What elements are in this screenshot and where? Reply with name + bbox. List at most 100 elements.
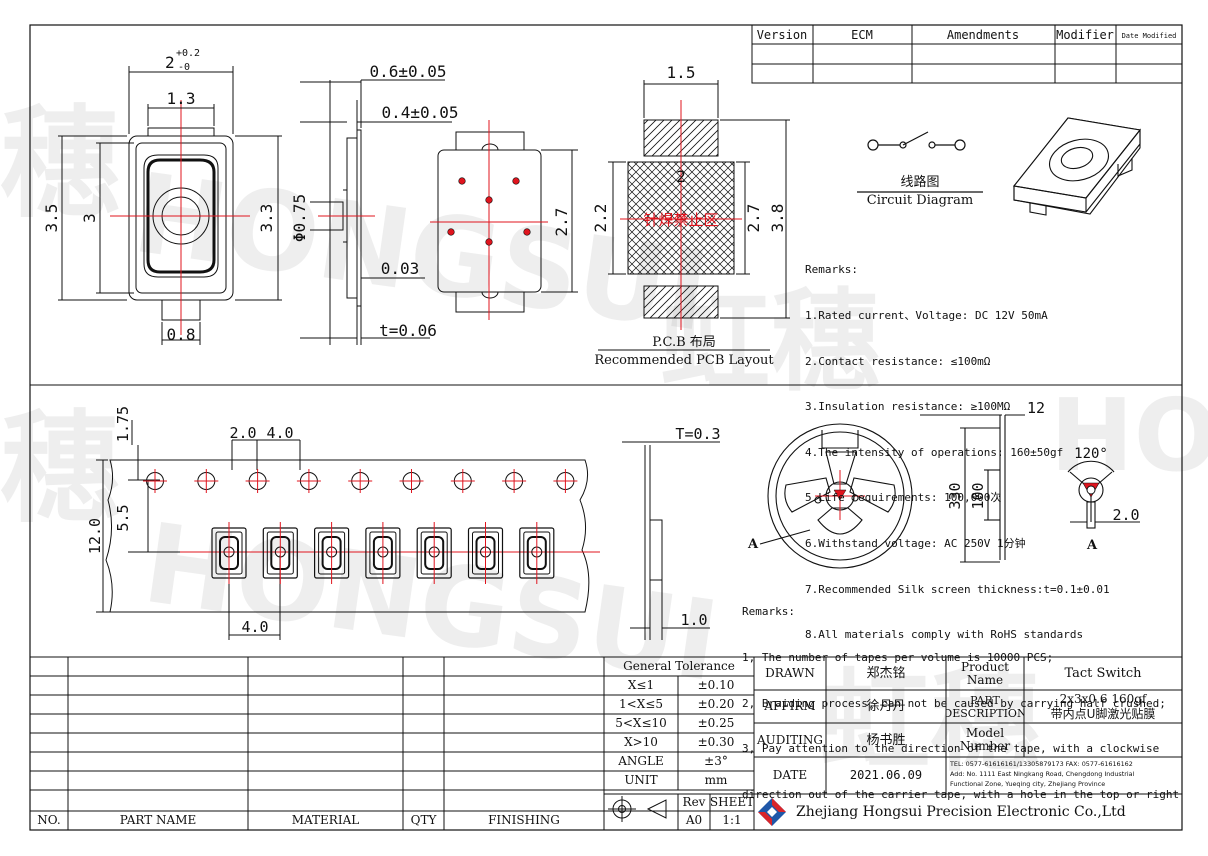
dim-0-4: 0.4±0.05 <box>381 103 458 122</box>
affirm-value: 徐丹丹 <box>866 699 906 714</box>
remark-4: 4.The intensity of operations: 160±50gf <box>805 445 1064 459</box>
tape-remark-4: direction out of the carrier tape, with … <box>742 787 1180 801</box>
dim-1-0: 1.0 <box>680 611 707 629</box>
revision-table: Version ECM Amendments Modifier Date Mod… <box>751 24 1183 84</box>
tol-value-2: ±0.20 <box>697 697 735 711</box>
date-value: 2021.06.09 <box>849 768 923 782</box>
parts-header-finishing: FINISHING <box>488 813 560 827</box>
dim-4-0-top: 4.0 <box>266 424 293 442</box>
tol-range-4: X>10 <box>624 735 658 749</box>
tape-pocket <box>262 522 298 584</box>
tape-pocket <box>314 522 350 584</box>
auditing-value: 杨书胜 <box>866 732 906 748</box>
address-line-3: Functional Zone, Yueqing city, Zhejiang … <box>950 780 1106 788</box>
dim-2-7-back: 2.7 <box>552 208 571 237</box>
parts-header-part-name: PART NAME <box>119 813 197 827</box>
parts-header-no: NO. <box>37 813 61 827</box>
dim-1-75: 1.75 <box>114 406 132 442</box>
rev-label: Rev <box>682 795 706 809</box>
remark-3: 3.Insulation resistance: ≥100MΩ <box>805 400 1011 414</box>
carrier-tape <box>96 420 600 640</box>
tol-value-angle: ±3° <box>704 754 728 768</box>
dim-3: 3 <box>80 213 99 223</box>
part-description-line-2: 带内点U脚激光贴膜 <box>1050 706 1156 721</box>
title-block-grid <box>30 657 1182 830</box>
circuit-diagram <box>857 131 983 193</box>
sheet-label: SHEET <box>710 795 754 809</box>
dim-330: 330 <box>946 482 964 509</box>
pcb-title-en: Recommended PCB Layout <box>594 353 774 368</box>
rev-value: A0 <box>685 813 703 827</box>
auditing-label: AUDITING <box>757 732 823 747</box>
dim-1-3: 1.3 <box>167 89 196 108</box>
dim-2-0-hub: 2.0 <box>1112 506 1139 524</box>
product-name-label: Product Name <box>961 659 1009 687</box>
dim-2-tol-high: +0.2 <box>176 48 200 59</box>
dim-0-6: 0.6±0.05 <box>369 62 446 81</box>
sprocket-holes <box>143 469 578 493</box>
remarks-bottom: Remarks: 1, The number of tapes per volu… <box>742 574 1179 817</box>
dim-2-tol-low: -0 <box>178 62 190 73</box>
dim-3-8: 3.8 <box>768 204 787 233</box>
address-line-1: TEL: 0577-61616161/13305879173 FAX: 0577… <box>950 760 1133 768</box>
isometric-switch <box>1012 117 1142 216</box>
dim-2: 2 <box>165 53 175 72</box>
company-name: Zhejiang Hongsui Precision Electronic Co… <box>796 803 1126 820</box>
front-view <box>58 66 282 345</box>
tape-pocket <box>365 522 401 584</box>
drawn-label: DRAWN <box>765 666 815 680</box>
pcb-forbidden-zone-label: 针焊禁止区 <box>643 211 718 229</box>
tol-value-1: ±0.10 <box>697 678 735 692</box>
tol-range-1: X≤1 <box>627 678 655 692</box>
model-number-value <box>1024 723 1182 757</box>
rev-header-version: Version <box>757 28 808 42</box>
remarks-top-title: Remarks: <box>805 263 858 277</box>
company-address: TEL: 0577-61616161/13305879173 FAX: 0577… <box>950 759 1180 793</box>
rev-header-modifier: Modifier <box>1056 28 1114 42</box>
sprocket-centerline <box>245 469 270 493</box>
tape-side-view <box>622 441 720 640</box>
circuit-title-en: Circuit Diagram <box>867 193 973 208</box>
product-name-value: Tact Switch <box>1064 666 1142 681</box>
tape-remark-1: 1, The number of tapes per volume is 100… <box>742 651 1054 665</box>
outer-frame <box>29 24 1183 831</box>
sprocket-centerline <box>348 469 373 493</box>
sprocket-centerline <box>553 469 578 493</box>
dim-t-0-06: t=0.06 <box>379 321 437 340</box>
tol-value-3: ±0.25 <box>697 716 735 730</box>
projection-symbol <box>608 796 667 822</box>
model-number-label: Model Number <box>959 726 1011 753</box>
tol-range-3: 5<X≤10 <box>615 716 667 730</box>
remarks-top: Remarks: 1.Rated current、Voltage: DC 12V… <box>805 232 1110 658</box>
back-view <box>430 120 578 320</box>
remark-8: 8.All materials comply with RoHS standar… <box>805 628 1084 642</box>
drawn-value: 郑杰铭 <box>866 666 906 681</box>
address-line-2: Add: No. 1111 East Ningkang Road, Chengd… <box>950 770 1135 778</box>
tape-pockets <box>211 522 555 584</box>
sprocket-centerline <box>143 469 167 493</box>
dim-12: 12 <box>1027 399 1045 417</box>
back-view-dots <box>447 177 531 246</box>
dim-t-0-3: T=0.3 <box>675 425 720 443</box>
remark-1: 1.Rated current、Voltage: DC 12V 50mA <box>805 309 1048 323</box>
tape-pocket <box>519 522 555 584</box>
sprocket-centerline <box>450 469 475 493</box>
tape-remark-3: 3, Pay attention to the direction of the… <box>742 742 1160 756</box>
parts-header-qty: QTY <box>410 813 437 827</box>
dim-12-0: 12.0 <box>86 518 104 554</box>
sprocket-centerline <box>194 469 219 493</box>
side-view <box>300 79 452 345</box>
tol-range-angle: ANGLE <box>618 754 664 768</box>
remark-5: 5.Life requirements: 100,000次 <box>805 491 1002 505</box>
dim-120-deg: 120° <box>1074 446 1108 462</box>
dim-3-5: 3.5 <box>42 204 61 233</box>
sprocket-centerline <box>296 469 321 493</box>
company-logo-icon <box>758 798 786 826</box>
tol-value-unit: mm <box>704 773 728 787</box>
watermark-cn-4: 虹穗 <box>820 658 1040 786</box>
watermark-cn-2: 穗 <box>0 400 120 539</box>
circuit-title-cn: 线路图 <box>900 174 939 190</box>
tape-pocket <box>467 522 504 584</box>
